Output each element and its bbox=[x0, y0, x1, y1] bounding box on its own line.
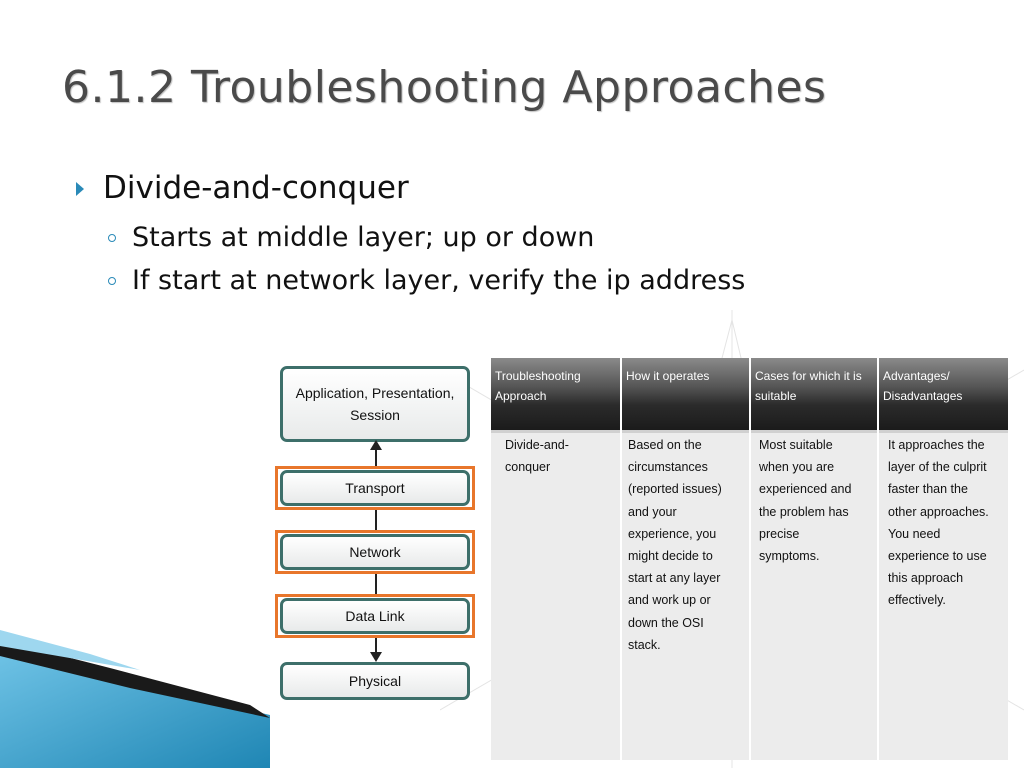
osi-layer-application: Application, Presentation, Session bbox=[280, 366, 470, 442]
arrowhead-down-icon bbox=[370, 652, 382, 662]
ring-bullet-icon bbox=[108, 234, 116, 242]
cell-line: layer of the culprit bbox=[888, 460, 987, 475]
cell-line: Most suitable bbox=[759, 438, 833, 452]
decorative-swoosh bbox=[0, 630, 270, 768]
slide-title: 6.1.2 Troubleshooting Approaches bbox=[62, 62, 827, 113]
cell-suitable-cases: Most suitable when you are experienced a… bbox=[751, 434, 877, 567]
th-advantages: Advantages/ Disadvantages bbox=[883, 369, 963, 403]
cell-line: symptoms. bbox=[759, 549, 820, 564]
th-how-it-operates: How it operates bbox=[626, 369, 710, 383]
sub-bullet-text: If start at network layer, verify the ip… bbox=[132, 265, 746, 296]
cell-line: and your bbox=[628, 504, 677, 519]
cell-line: Divide-and- bbox=[505, 438, 569, 452]
cell-line: effectively. bbox=[888, 593, 946, 608]
th-suitable-cases: Cases for which it is suitable bbox=[755, 369, 862, 403]
cell-line: experience, you bbox=[628, 526, 717, 541]
bullet-text: Divide-and-conquer bbox=[103, 170, 409, 206]
cell-line: other approaches. bbox=[888, 504, 989, 519]
cell-line: circumstances bbox=[628, 460, 708, 475]
down-arrow-icon bbox=[375, 638, 377, 660]
cell-line: precise bbox=[759, 526, 800, 541]
cell-line: It approaches the bbox=[888, 438, 985, 452]
cell-advantages: It approaches the layer of the culprit f… bbox=[879, 434, 1008, 612]
column-divider bbox=[749, 358, 751, 760]
osi-stack-diagram: Application, Presentation, Session Trans… bbox=[272, 360, 482, 710]
cell-line: down the OSI bbox=[628, 615, 704, 630]
cell-line: Based on the bbox=[628, 438, 702, 452]
triangle-bullet-icon bbox=[76, 182, 84, 196]
column-divider bbox=[620, 358, 622, 760]
sub-bullet-text: Starts at middle layer; up or down bbox=[132, 222, 595, 253]
cell-line: the problem has bbox=[759, 504, 849, 519]
double-arrow-icon bbox=[375, 510, 377, 530]
cell-line: faster than the bbox=[888, 482, 968, 497]
cell-line: stack. bbox=[628, 637, 661, 652]
cell-line: experience to use bbox=[888, 549, 987, 564]
osi-layer-transport: Transport bbox=[280, 470, 470, 506]
osi-layer-physical: Physical bbox=[280, 662, 470, 700]
cell-line: start at any layer bbox=[628, 571, 721, 586]
th-approach: Troubleshooting Approach bbox=[495, 369, 581, 403]
column-divider bbox=[877, 358, 879, 760]
osi-layer-network: Network bbox=[280, 534, 470, 570]
osi-layer-data-link: Data Link bbox=[280, 598, 470, 634]
arrowhead-up-icon bbox=[370, 440, 382, 450]
cell-approach: Divide-and- conquer bbox=[491, 434, 620, 478]
cell-line: when you are bbox=[759, 460, 835, 475]
up-arrow-icon bbox=[375, 444, 377, 466]
ring-bullet-icon bbox=[108, 277, 116, 285]
cell-line: conquer bbox=[505, 460, 551, 475]
cell-how-it-operates: Based on the circumstances (reported iss… bbox=[622, 434, 749, 656]
cell-line: and work up or bbox=[628, 593, 711, 608]
cell-line: You need bbox=[888, 526, 941, 541]
cell-line: experienced and bbox=[759, 482, 852, 497]
approach-table: Troubleshooting Approach How it operates… bbox=[491, 358, 1008, 760]
cell-line: might decide to bbox=[628, 549, 713, 564]
double-arrow-icon bbox=[375, 574, 377, 594]
cell-line: this approach bbox=[888, 571, 964, 586]
cell-line: (reported issues) bbox=[628, 482, 722, 497]
